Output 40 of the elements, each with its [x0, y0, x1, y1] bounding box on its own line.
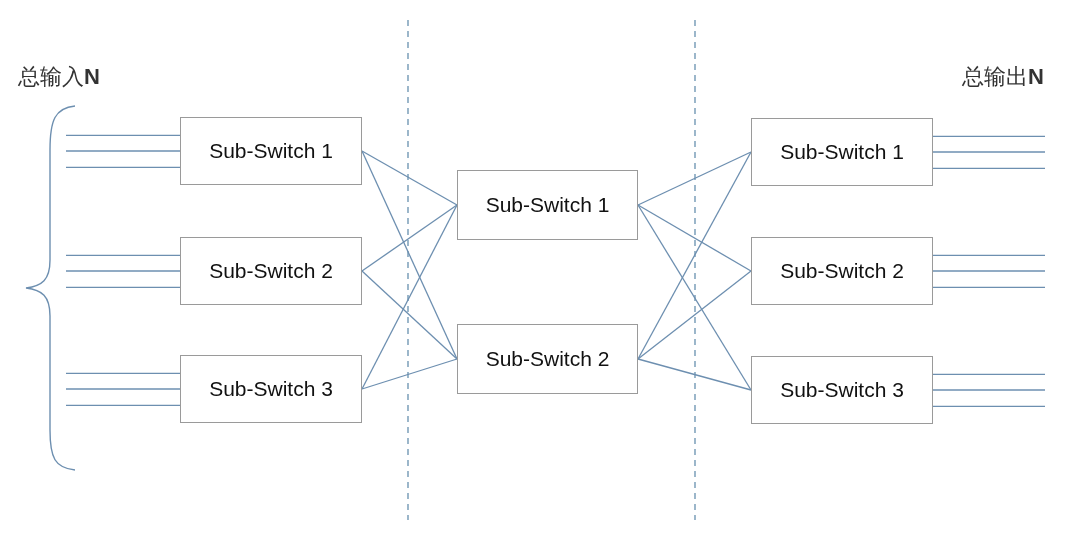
switch-box: Sub-Switch 2 — [457, 324, 638, 394]
switch-box: Sub-Switch 1 — [457, 170, 638, 240]
heading-label: 总输出N — [962, 63, 1044, 91]
line — [65, 372, 181, 374]
line — [65, 254, 181, 256]
connector-line — [637, 151, 752, 360]
line — [65, 270, 181, 272]
line — [65, 404, 181, 406]
connector-line — [361, 358, 458, 390]
connector-line — [361, 270, 458, 360]
line — [932, 167, 1046, 169]
line — [65, 388, 181, 390]
connector-line — [361, 150, 458, 360]
connector-line — [361, 204, 458, 272]
line — [932, 389, 1046, 391]
heading-label: 总输入N — [18, 63, 100, 91]
line — [932, 286, 1046, 288]
line — [932, 270, 1046, 272]
connector-line — [637, 270, 752, 360]
switch-box: Sub-Switch 1 — [180, 117, 362, 185]
line — [65, 150, 181, 152]
switch-box: Sub-Switch 2 — [751, 237, 933, 305]
switch-box: Sub-Switch 1 — [751, 118, 933, 186]
connector-line — [637, 151, 752, 206]
connector-line — [637, 204, 752, 272]
line — [65, 286, 181, 288]
connector-line — [361, 204, 458, 390]
line — [932, 405, 1046, 407]
line — [65, 134, 181, 136]
line — [932, 373, 1046, 375]
switch-box: Sub-Switch 3 — [180, 355, 362, 423]
line — [932, 254, 1046, 256]
connector-line — [361, 150, 458, 206]
line — [65, 166, 181, 168]
line — [932, 135, 1046, 137]
connector-line — [637, 358, 752, 391]
connector-line — [637, 204, 752, 391]
switch-box: Sub-Switch 3 — [751, 356, 933, 424]
line — [932, 151, 1046, 153]
switch-box: Sub-Switch 2 — [180, 237, 362, 305]
